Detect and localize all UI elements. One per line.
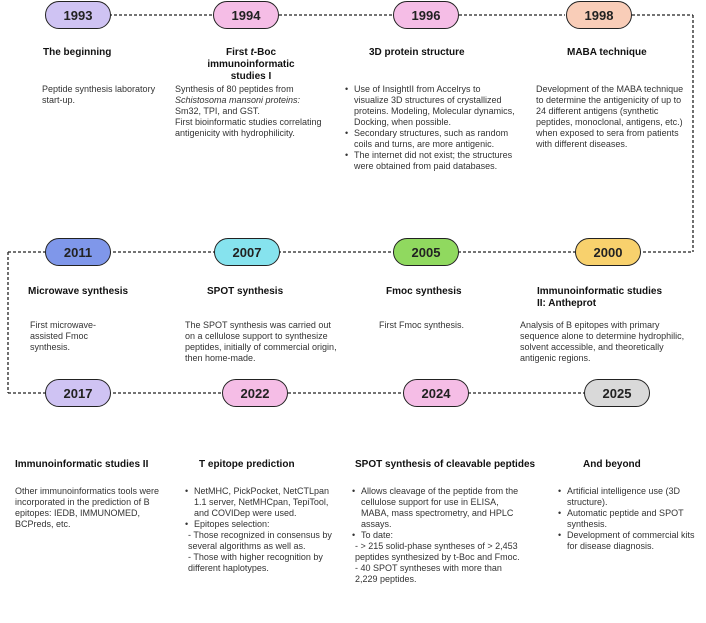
year-badge-2024: 2024 [403, 379, 469, 407]
desc-bullet: The internet did not exist; the structur… [345, 150, 515, 172]
event-title-2000: Immunoinformatic studies II: Antheprot [537, 286, 663, 309]
event-title-2011: Microwave synthesis [28, 286, 129, 297]
desc-bullet: Epitopes selection: [185, 519, 337, 530]
event-desc-2025: Artificial intelligence use (3D structur… [558, 486, 698, 552]
event-desc-1998: Development of the MABA technique to det… [536, 84, 692, 150]
event-desc-2005: First Fmoc synthesis. [379, 320, 499, 331]
desc-bullet: NetMHC, PickPocket, NetCTLpan 1.1 server… [185, 486, 337, 519]
event-desc-1996: Use of InsightII from Accelrys to visual… [345, 84, 515, 172]
event-title-1993: The beginning [43, 47, 112, 58]
desc-bullet: Use of InsightII from Accelrys to visual… [345, 84, 515, 128]
event-desc-1994: Synthesis of 80 peptides from Schistosom… [175, 84, 335, 139]
year-badge-2000: 2000 [575, 238, 641, 266]
desc-bullet: Development of commercial kits for disea… [558, 530, 698, 552]
desc-text: First microwave-assisted Fmoc synthesis. [30, 320, 97, 352]
event-title-2022: T epitope prediction [199, 459, 295, 470]
event-desc-2017: Other immunoinformatics tools were incor… [15, 486, 175, 530]
year-badge-1998: 1998 [566, 1, 632, 29]
desc-bullet: To date: [352, 530, 522, 541]
desc-text: Development of the MABA technique to det… [536, 84, 684, 149]
event-desc-1993: Peptide synthesis laboratory start-up. [42, 84, 160, 106]
event-title-1998: MABA technique [567, 47, 647, 58]
desc-text: Synthesis of 80 peptides from [175, 84, 294, 94]
desc-text: Other immunoinformatics tools were incor… [15, 486, 160, 529]
desc-sub: - 40 SPOT syntheses with more than 2,229… [355, 563, 502, 584]
year-badge-1994: 1994 [213, 1, 279, 29]
desc-bullet: Secondary structures, such as random coi… [345, 128, 515, 150]
year-badge-2025: 2025 [584, 379, 650, 407]
desc-text: The SPOT synthesis was carried out on a … [185, 320, 337, 363]
desc-bullet: Artificial intelligence use (3D structur… [558, 486, 698, 508]
desc-text: Analysis of B epitopes with primary sequ… [520, 320, 685, 363]
event-desc-2011: First microwave-assisted Fmoc synthesis. [30, 320, 125, 353]
event-desc-2000: Analysis of B epitopes with primary sequ… [520, 320, 692, 364]
event-title-2005: Fmoc synthesis [386, 286, 462, 297]
desc-sub: - > 215 solid-phase syntheses of > 2,453… [355, 541, 520, 562]
event-title-2024: SPOT synthesis of cleavable peptides [355, 459, 536, 470]
desc-sub: - Those recognized in consensus by sever… [188, 530, 332, 551]
year-badge-1993: 1993 [45, 1, 111, 29]
year-badge-2017: 2017 [45, 379, 111, 407]
event-title-2025: And beyond [583, 459, 641, 470]
year-badge-1996: 1996 [393, 1, 459, 29]
event-title-1996: 3D protein structure [369, 47, 465, 58]
desc-text: Sm32, TPI, and GST. [175, 106, 260, 116]
event-title-2017: Immunoinformatic studies II [15, 459, 149, 470]
year-badge-2007: 2007 [214, 238, 280, 266]
year-badge-2005: 2005 [393, 238, 459, 266]
year-badge-2011: 2011 [45, 238, 111, 266]
year-badge-2022: 2022 [222, 379, 288, 407]
desc-text: First Fmoc synthesis. [379, 320, 465, 330]
event-desc-2022: NetMHC, PickPocket, NetCTLpan 1.1 server… [185, 486, 337, 574]
desc-bullet: Automatic peptide and SPOT synthesis. [558, 508, 698, 530]
desc-bullet: Allows cleavage of the peptide from the … [352, 486, 522, 530]
event-desc-2024: Allows cleavage of the peptide from the … [352, 486, 522, 585]
event-desc-2007: The SPOT synthesis was carried out on a … [185, 320, 340, 364]
event-title-2007: SPOT synthesis [207, 286, 284, 297]
desc-text: Peptide synthesis laboratory start-up. [42, 84, 156, 105]
desc-text: First bioinformatic studies correlating … [175, 117, 322, 138]
desc-text: Schistosoma mansoni proteins: [175, 95, 301, 105]
desc-sub: - Those with higher recognition by diffe… [188, 552, 323, 573]
